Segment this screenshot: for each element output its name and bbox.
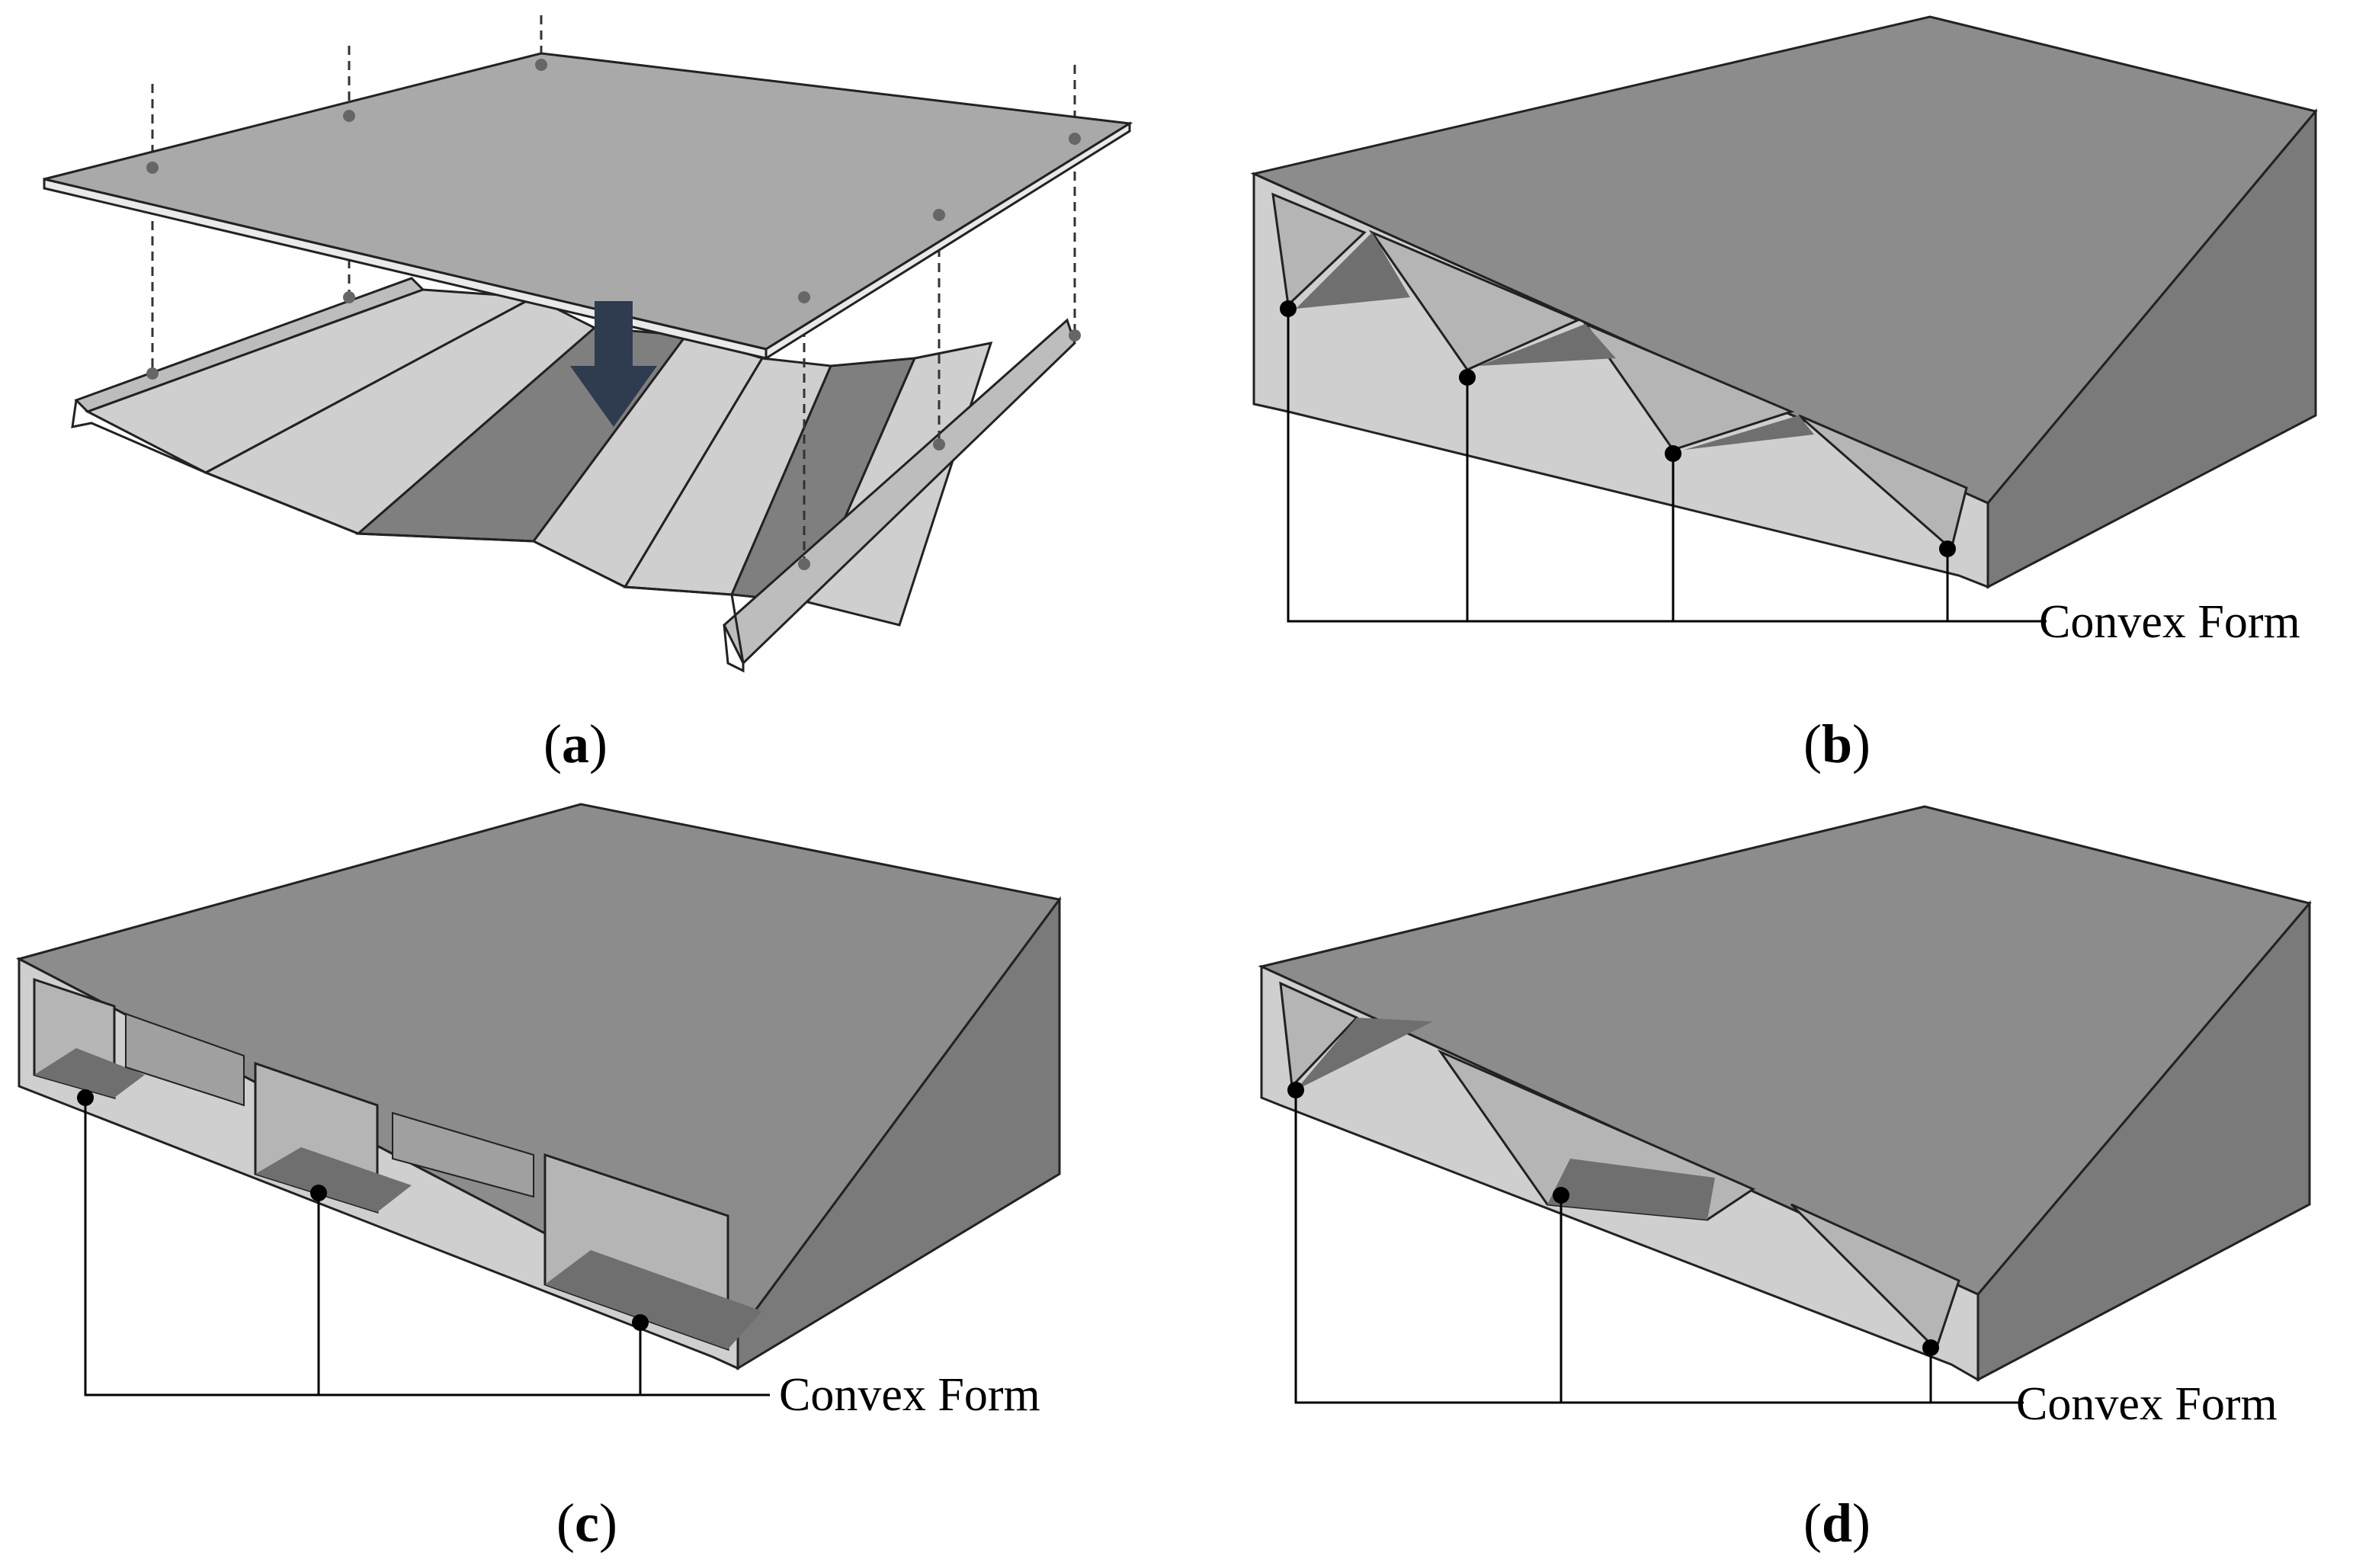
panel-caption-c: (c) <box>556 1493 617 1554</box>
panel-a-drawing <box>43 15 1133 673</box>
panel-d-drawing <box>1258 805 2312 1404</box>
panel-letter-c: c <box>575 1493 599 1554</box>
panel-letter-d: d <box>1822 1493 1852 1554</box>
callout-label-c: Convex Form <box>779 1369 1040 1421</box>
svg-text:(b): (b) <box>1803 713 1871 774</box>
panel-letter-b: b <box>1822 713 1852 774</box>
callout-label-b: Convex Form <box>2039 596 2300 648</box>
svg-text:(a): (a) <box>543 713 607 774</box>
corrugated-sheet <box>71 277 1076 673</box>
top-plate <box>43 52 1133 361</box>
panel-caption-d: (d) <box>1803 1493 1871 1554</box>
panel-b-drawing <box>1250 15 2318 623</box>
callout-label-d: Convex Form <box>2016 1378 2278 1430</box>
panel-caption-a: (a) <box>543 713 607 774</box>
panel-caption-b: (b) <box>1803 713 1871 774</box>
svg-text:(c): (c) <box>556 1493 617 1554</box>
panel-c-drawing <box>15 803 1062 1396</box>
panel-letter-a: a <box>562 713 589 774</box>
down-arrow-icon <box>570 301 657 427</box>
svg-text:(d): (d) <box>1803 1493 1871 1554</box>
